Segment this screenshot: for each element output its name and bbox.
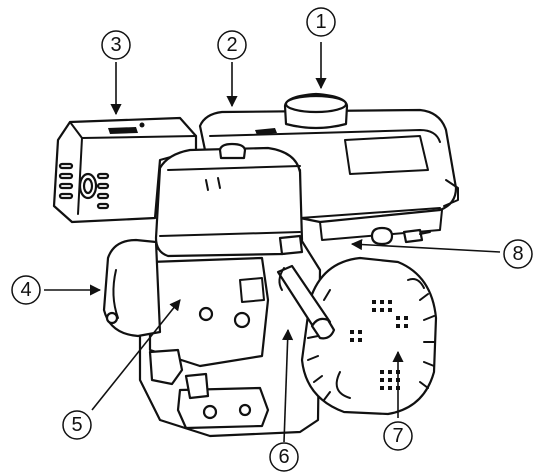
recoil-starter — [300, 256, 438, 416]
leader-arrows — [44, 42, 501, 443]
callout-label: 3 — [110, 34, 121, 56]
callout-6: 6 — [269, 442, 299, 472]
callout-label: 4 — [20, 279, 31, 301]
engine-body — [52, 92, 459, 438]
cylinder-shroud — [154, 146, 304, 258]
callout-3: 3 — [101, 30, 131, 60]
mounting-foot — [176, 386, 270, 430]
callout-label: 1 — [315, 11, 326, 33]
leader-6 — [282, 328, 294, 443]
callout-1: 1 — [306, 7, 336, 37]
callout-label: 2 — [226, 34, 237, 56]
leader-5 — [91, 299, 181, 411]
callout-2: 2 — [217, 30, 247, 60]
callout-8: 8 — [503, 239, 533, 269]
callout-label: 8 — [512, 243, 523, 265]
recoil-handle — [276, 264, 336, 340]
leader-8 — [350, 238, 501, 253]
callout-label: 6 — [278, 446, 289, 468]
callout-7: 7 — [383, 421, 413, 451]
air-vent-slots — [58, 162, 110, 210]
callout-5: 5 — [62, 410, 92, 440]
output-shaft-housing — [102, 238, 162, 338]
callout-4: 4 — [11, 275, 41, 305]
callout-label: 5 — [71, 414, 82, 436]
callout-label: 7 — [392, 425, 403, 447]
